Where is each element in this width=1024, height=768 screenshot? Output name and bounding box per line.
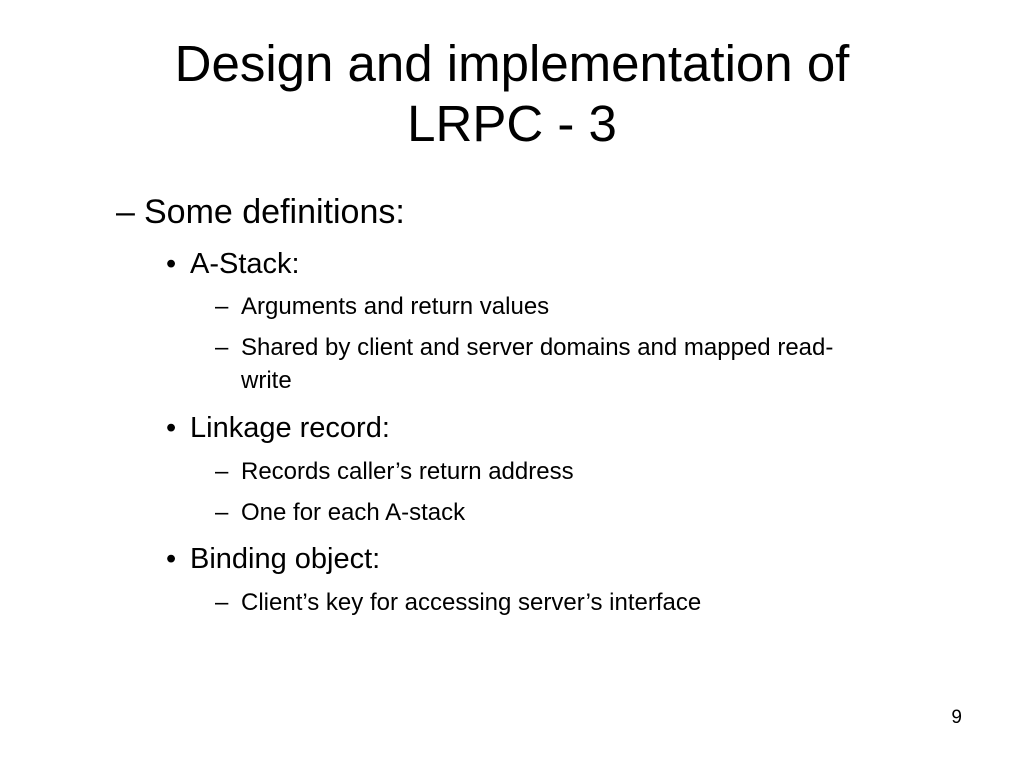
dash-bullet: – — [116, 193, 135, 231]
heading-text: Some definitions: — [144, 193, 405, 231]
astack-sub-text-2-line-2: write — [241, 367, 292, 394]
slide-title: Design and implementation of LRPC - 3 — [0, 34, 1024, 154]
slide-number: 9 — [951, 707, 962, 728]
dash-bullet: – — [215, 589, 229, 616]
astack-sub-text-2-line-1: Shared by client and server domains and … — [241, 334, 834, 361]
dash-bullet: – — [215, 499, 229, 526]
astack-label: A-Stack: — [190, 248, 300, 280]
dot-bullet: • — [166, 543, 177, 575]
linkage-sub-text-1: Records caller’s return address — [241, 458, 574, 485]
linkage-sub-text-2: One for each A-stack — [241, 499, 466, 526]
binding-sub-text-1: Client’s key for accessing server’s inte… — [241, 589, 702, 616]
dash-bullet: – — [215, 293, 229, 320]
dot-bullet: • — [166, 412, 177, 444]
linkage-label: Linkage record: — [190, 412, 390, 444]
dot-bullet: • — [166, 248, 177, 280]
dash-bullet: – — [215, 334, 229, 361]
slide-title-line-2: LRPC - 3 — [407, 95, 617, 152]
astack-sub-item-2-continuation: write — [241, 364, 292, 397]
slide-title-line-1: Design and implementation of — [174, 35, 850, 92]
dash-bullet: – — [215, 458, 229, 485]
astack-sub-text-1: Arguments and return values — [241, 293, 550, 320]
binding-label: Binding object: — [190, 543, 381, 575]
